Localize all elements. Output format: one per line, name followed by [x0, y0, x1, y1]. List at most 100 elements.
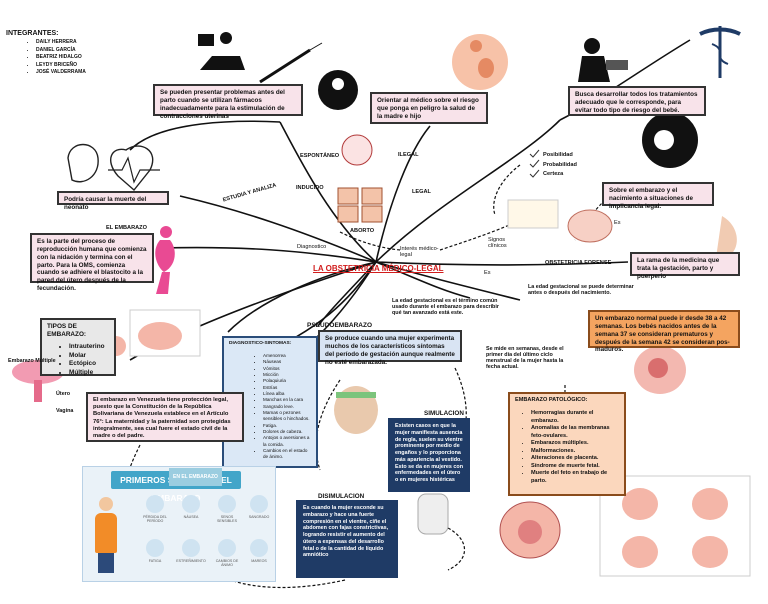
utero-label: Útero: [56, 391, 71, 397]
sintoma-item: Mamas o pezones sensibles o hinchados.: [263, 410, 311, 423]
farmacos-box: Se pueden presentar problemas antes del …: [153, 84, 303, 120]
tipo-item: Ectópico: [69, 360, 109, 369]
center-title: LA OBSTETRICIA MÉDICO-LEGAL: [313, 264, 444, 273]
woman-reading-illustration: [578, 38, 628, 82]
belly-wrap-illustration: [417, 493, 449, 535]
tipos-embarazo-box: TIPOS DE EMBARAZO: Intrauterino Molar Ec…: [40, 318, 116, 376]
legal-label: LEGAL: [412, 189, 431, 195]
patologico-title: EMBARAZO PATOLÓGICO:: [515, 397, 588, 403]
sobre-embarazo-box: Sobre el embarazo y el nacimiento a situ…: [602, 182, 714, 210]
embarazo-multiple-label: Embarazo Múltiple: [8, 358, 56, 364]
checkmark-icons: [529, 149, 540, 178]
woman-illustration: [91, 497, 121, 577]
sintomas-card-subtitle: EN EL EMBARAZO: [169, 468, 222, 486]
el-embarazo-label: EL EMBARAZO: [106, 225, 147, 231]
inducido-label: INDUCIDO: [296, 185, 324, 191]
sintoma-card-item: PÉRDIDA DEL PERÍODO: [139, 495, 171, 523]
signos-list: Posibilidad Probabilidad Certeza: [543, 151, 577, 180]
sintoma-item: Micción: [263, 372, 311, 378]
signos-clinicos-label: Signos clínicos: [488, 237, 507, 249]
rama-box: La rama de la medicina que trata la gest…: [630, 252, 740, 280]
tipo-item: Intrauterino: [69, 343, 109, 352]
edad-gestacional-det-text: La edad gestacional se puede determinar …: [528, 284, 634, 296]
fetus-illustration: [318, 70, 358, 110]
diagnostico-label: Diagnostico: [297, 244, 327, 250]
member-item: JOSÉ VALDERRAMA: [36, 69, 86, 77]
patologia-item: Embarazos múltiples.: [531, 440, 619, 448]
fetus-types-diagram: [106, 309, 201, 357]
sintoma-item: Amenorrea: [263, 353, 311, 359]
pregnant-woman-icon: [452, 34, 508, 90]
sintoma-card-item: ESTREÑIMIENTO: [175, 539, 207, 563]
integrantes-title: INTEGRANTES:: [6, 30, 59, 37]
patologia-item: Síndrome de muerte fetal.: [531, 463, 619, 471]
patologia-item: Malformaciones.: [531, 448, 619, 456]
sintoma-item: Cambios en el estado de ánimo.: [263, 448, 311, 461]
semanas-text: Se mide en semanas, desde el primer día …: [486, 346, 564, 370]
tipo-item: Molar: [69, 352, 109, 361]
tratamientos-box: Busca desarrollar todos los tratamientos…: [568, 86, 706, 116]
interes-label: Interés médico-legal: [400, 246, 439, 258]
vagina-label: Vagina: [56, 408, 74, 414]
sintoma-card-item: CAMBIOS DE ÁNIMO: [211, 539, 243, 567]
sintoma-card-item: SANGRADO: [243, 495, 275, 519]
integrantes-list: DAILY HERRERA DANIEL GARCÍA BEATRIZ HIDA…: [6, 39, 86, 77]
sintomas-card-title: EN EL EMBARAZO PRIMEROS SÍNTOMAS DEL EMB…: [111, 468, 241, 503]
sintoma-item: Náuseas: [263, 359, 311, 365]
clinical-signs-diagram: [507, 199, 613, 243]
primeros-sintomas-card: EN EL EMBARAZO PRIMEROS SÍNTOMAS DEL EMB…: [82, 466, 276, 582]
sintoma-card-item: SENOS SENSIBLES: [211, 495, 243, 523]
embarazo-patologico-box: EMBARAZO PATOLÓGICO: Hemorragias durante…: [508, 392, 626, 496]
aborto-label: ABORTO: [350, 228, 375, 234]
caduceus-icon: [699, 26, 741, 78]
obstetricia-forense-label: OBSTETRICIA FORENSE: [545, 260, 612, 266]
diagnostico-title: DIAGNOSTICO-SINTOMAS:: [229, 341, 292, 346]
orientar-box: Orientar al médico sobre el riesgo que p…: [370, 92, 488, 124]
pregnant-profile-illustration: [716, 216, 737, 258]
embarazo-normal-box: Un embarazo normal puede ir desde 38 a 4…: [588, 310, 740, 353]
sintoma-item: Manchas en la cara: [263, 397, 311, 403]
ilegal-label: ILEGAL: [398, 152, 419, 158]
patologia-item: Anomalías de las membranas feto-ovulares…: [531, 425, 619, 440]
disimulacion-box: Es cuando la mujer esconde su embarazo y…: [296, 500, 398, 578]
patologia-item: Hemorragias durante el embarazo.: [531, 410, 619, 425]
heart-monitor-illustration: [108, 145, 160, 192]
sintoma-card-item: FATIGA: [139, 539, 171, 563]
sintoma-item: Dolores de cabeza.: [263, 429, 311, 435]
pseudoembarazo-label: PSEUDOEMBARAZO: [307, 322, 373, 329]
member-item: BEATRIZ HIDALGO: [36, 54, 86, 62]
tipo-item: Múltiple: [69, 369, 109, 378]
muerte-neonato-box: Podría causar la muerte del neonato: [57, 191, 169, 211]
fetus-womb-illustration: [634, 346, 686, 394]
patologia-item: Muerte del feto en trabajo de parto.: [531, 470, 619, 485]
venezuela-box: El embarazo en Venezuela tiene protecció…: [86, 392, 244, 442]
doctor-illustration: [193, 30, 245, 82]
pseudoembarazo-box: Se produce cuando una mujer experimenta …: [318, 330, 462, 366]
signo-item: Certeza: [543, 171, 564, 177]
signo-item: Posibilidad: [543, 152, 573, 158]
disimulacion-label: DISIMULACION: [318, 493, 365, 500]
simulacion-box: Existen casos en que la mujer manifiesta…: [388, 418, 470, 492]
abortion-diagram: [337, 134, 383, 223]
sintoma-item: Antojos o aversiones a la comida.: [263, 435, 311, 448]
sintoma-item: Sangrado leve.: [263, 404, 311, 410]
signo-item: Probabilidad: [543, 161, 577, 168]
sintoma-card-item: NÁUSEA: [175, 495, 207, 519]
pregnancy-silhouette-icon: [642, 112, 698, 168]
tipos-title: TIPOS DE EMBARAZO:: [47, 323, 87, 338]
edad-gestacional-def-text: La edad gestacional es el término común …: [392, 298, 499, 316]
syringe-illustration: [259, 42, 323, 84]
sintoma-item: Fatiga.: [263, 423, 311, 429]
sintoma-item: Vómitos: [263, 366, 311, 372]
pathology-diagrams: [499, 475, 751, 577]
es-label-1: Es: [614, 220, 621, 226]
belly-illustration: [334, 386, 378, 434]
embarazo-definition-box: Es la parte del proceso de reproducción …: [30, 233, 154, 292]
sintoma-card-item: MAREOS: [243, 539, 275, 563]
member-item: LEYDY BRICEÑO: [36, 62, 86, 70]
ultrasound-fetus-illustration: [67, 143, 99, 183]
sintoma-item: Polaquiuria: [263, 378, 311, 384]
sintoma-item: Estrías: [263, 385, 311, 391]
integrantes-block: INTEGRANTES: DAILY HERRERA DANIEL GARCÍA…: [6, 30, 86, 77]
